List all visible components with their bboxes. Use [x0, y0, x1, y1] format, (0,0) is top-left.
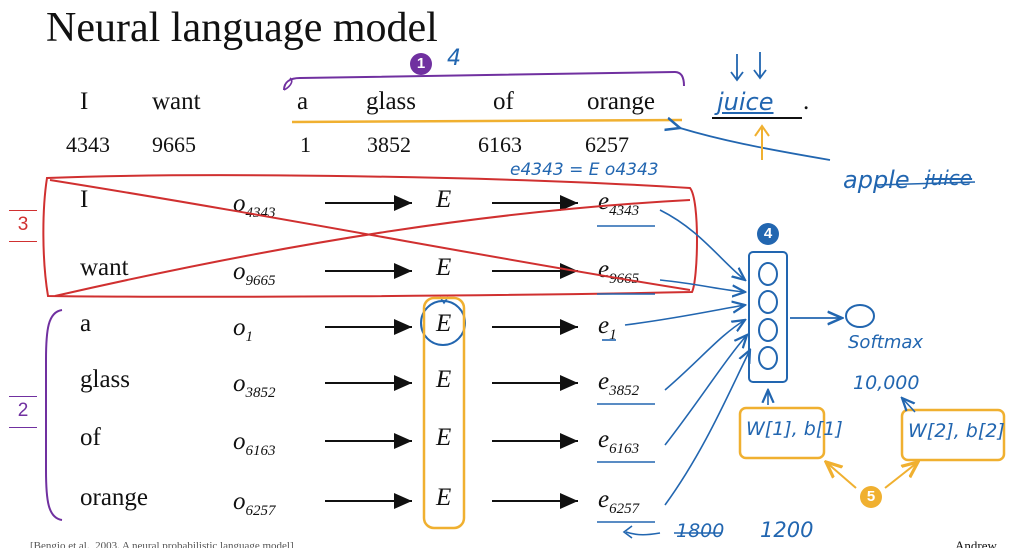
window-size-note: 4	[447, 46, 461, 71]
embedding-vector: e1	[598, 312, 617, 343]
dims-old: 1800	[676, 520, 725, 542]
sentence-word: want	[152, 88, 201, 115]
step-badge-1: 1	[410, 53, 432, 75]
citation: [Bengio et al., 2003. A neural probabili…	[30, 540, 294, 548]
discarded-context	[42, 174, 698, 298]
word-index: 4343	[66, 132, 110, 157]
word-index: 6163	[478, 132, 522, 157]
embedding-matrix: E	[436, 186, 452, 213]
embedding-vector: e3852	[598, 368, 640, 399]
hidden-layer	[748, 251, 788, 383]
embedding-matrix: E	[436, 310, 452, 337]
w1-params: W[1], b[1]	[746, 418, 843, 440]
sentence-period: .	[803, 88, 810, 115]
embedding-vector: e6163	[598, 426, 640, 457]
sentence-word: I	[80, 88, 89, 115]
w2-params: W[2], b[2]	[908, 420, 1005, 442]
row-arrows	[325, 195, 578, 509]
w2-box	[900, 408, 1006, 462]
onehot-vector: o3852	[233, 370, 276, 401]
onehot-vector: o1	[233, 314, 253, 345]
row-word: a	[80, 310, 92, 337]
embedding-matrix: E	[436, 366, 452, 393]
shared-embedding-box	[422, 296, 466, 530]
row-word: orange	[80, 484, 149, 511]
alt-word-apple: apple	[843, 166, 910, 194]
word-index: 3852	[367, 132, 411, 157]
target-word: juice	[717, 88, 774, 116]
author: Andrew	[955, 538, 997, 548]
slide-title: Neural language model	[46, 5, 438, 51]
embedding-matrix: E	[436, 424, 452, 451]
word-index: 1	[300, 132, 311, 157]
onehot-vector: o6163	[233, 428, 276, 459]
softmax-output	[845, 304, 875, 328]
alt-word-juice: juice	[925, 166, 973, 190]
dims-new: 1200	[760, 518, 814, 542]
embedding-vector: e6257	[598, 486, 640, 517]
embedding-vector: e4343	[598, 188, 640, 219]
step-badge-3: 3	[9, 211, 37, 241]
row-word: want	[80, 254, 129, 281]
sentence-word: of	[493, 88, 514, 115]
embedding-matrix: E	[436, 484, 452, 511]
context-brace	[45, 309, 63, 521]
step-badge-2: 2	[9, 397, 37, 427]
onehot-vector: o6257	[233, 488, 276, 519]
embedding-matrix: E	[436, 254, 452, 281]
step-badge-4: 4	[757, 223, 779, 245]
context-bracket	[283, 70, 685, 91]
step-badge-5: 5	[860, 486, 882, 508]
word-index: 6257	[585, 132, 629, 157]
row-word: glass	[80, 366, 130, 393]
sentence-word: glass	[366, 88, 416, 115]
w1-box	[738, 406, 826, 460]
row-word: I	[80, 186, 89, 213]
vocab-size: 10,000	[853, 372, 920, 394]
embedding-equation: e4343 = E o4343	[510, 160, 659, 180]
word-index: 9665	[152, 132, 196, 157]
sentence-word: a	[297, 88, 309, 115]
onehot-vector: o9665	[233, 258, 276, 289]
softmax-label: Softmax	[848, 332, 924, 353]
row-word: of	[80, 424, 101, 451]
context-underline	[291, 118, 683, 124]
sentence-word: orange	[587, 88, 656, 115]
